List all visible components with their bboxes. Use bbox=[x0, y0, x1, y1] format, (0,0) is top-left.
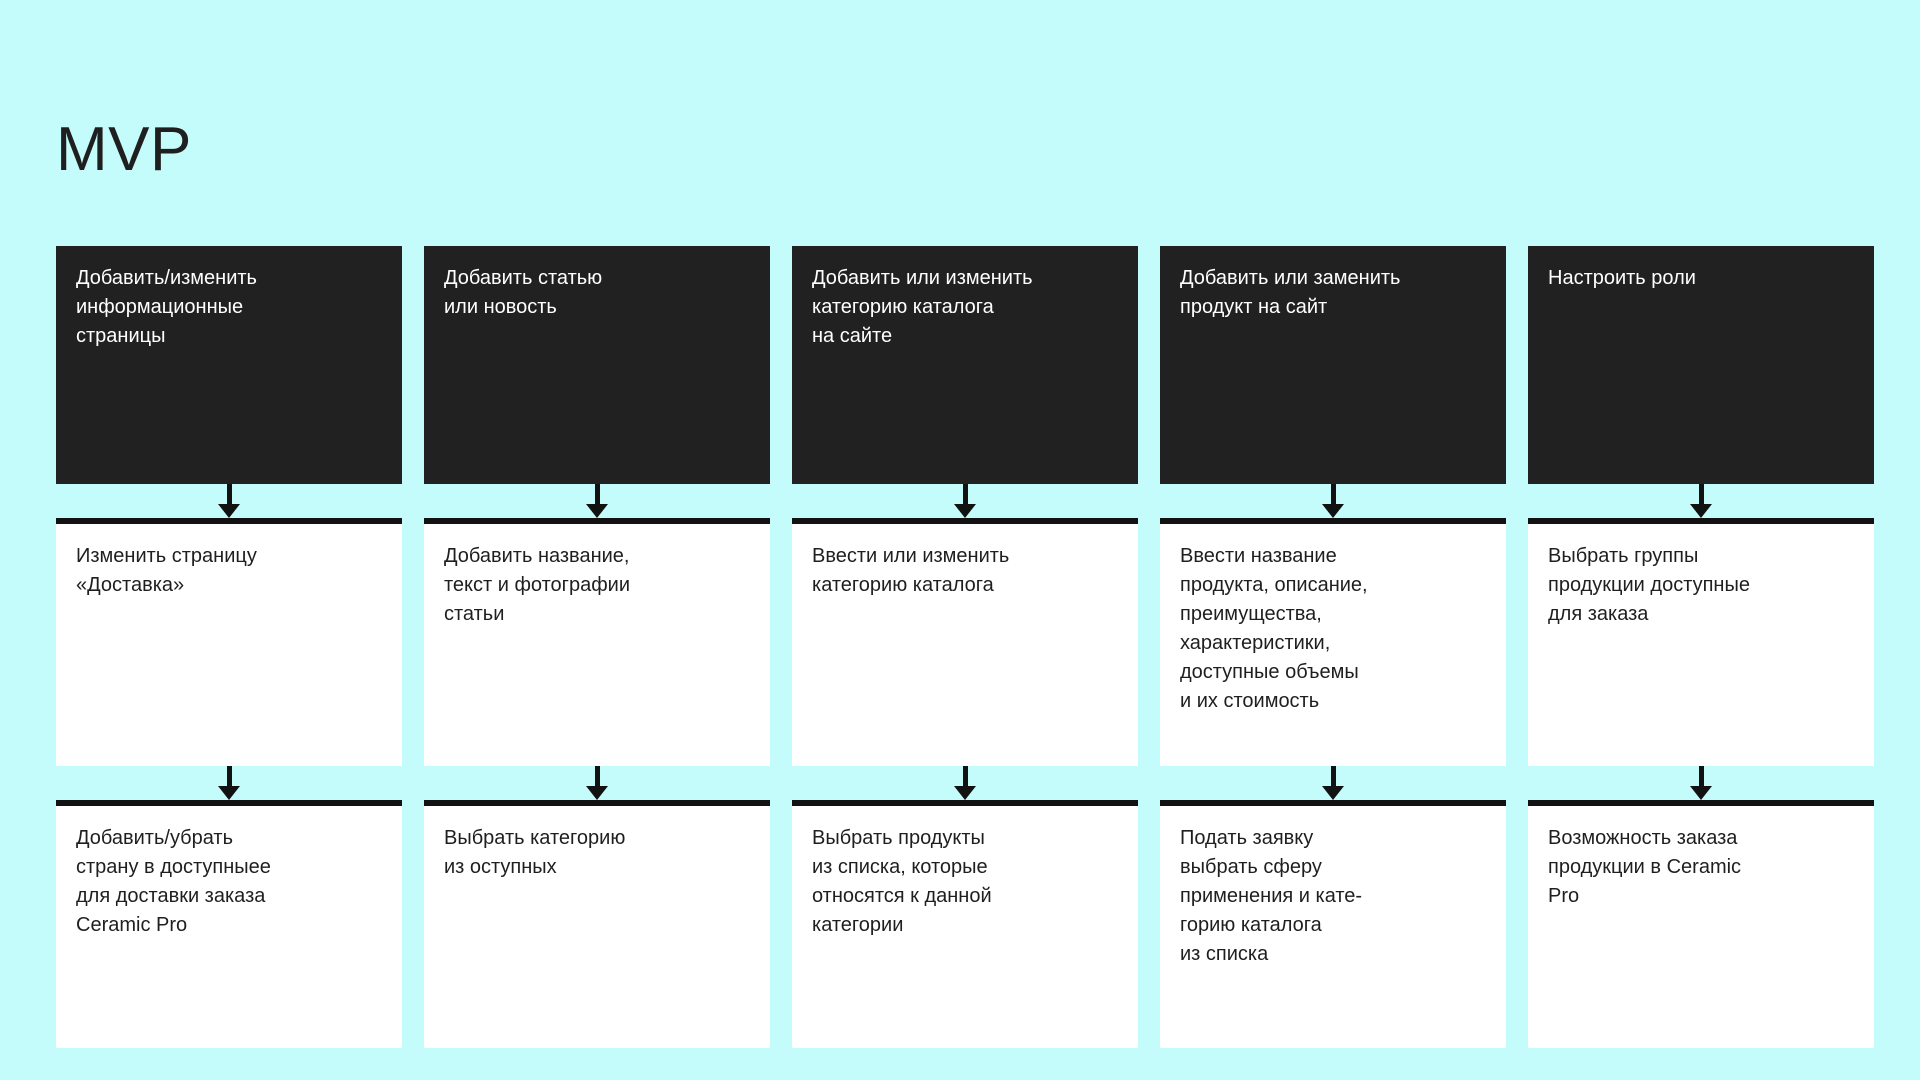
arrow-shaft-icon bbox=[962, 484, 968, 510]
arrow-down-icon bbox=[1322, 504, 1344, 518]
arrow-down-icon bbox=[586, 786, 608, 800]
column-2-arrow-1 bbox=[424, 484, 770, 518]
column-3-header-card[interactable]: Добавить или изменить категорию каталога… bbox=[792, 246, 1138, 484]
arrow-down-icon bbox=[1322, 786, 1344, 800]
column-5-step1-text: Выбрать группы продукции доступные для з… bbox=[1548, 545, 1750, 625]
column-3-arrow-2 bbox=[792, 766, 1138, 800]
column-2-header-text: Добавить статью или новость bbox=[444, 267, 603, 318]
column-1-header-text: Добавить/изменить информационные страниц… bbox=[76, 267, 257, 347]
column-5-header-text: Настроить роли bbox=[1548, 267, 1696, 289]
column-3-step2-card[interactable]: Выбрать продукты из списка, которые отно… bbox=[792, 800, 1138, 1048]
column-1-step1-text: Изменить страницу «Доставка» bbox=[76, 545, 257, 596]
arrow-down-icon bbox=[1690, 786, 1712, 800]
column-3-arrow-1 bbox=[792, 484, 1138, 518]
column-2-arrow-2 bbox=[424, 766, 770, 800]
column-1-header-card[interactable]: Добавить/изменить информационные страниц… bbox=[56, 246, 402, 484]
arrow-shaft-icon bbox=[1698, 484, 1704, 510]
column-1-step2-card[interactable]: Добавить/убрать страну в доступныее для … bbox=[56, 800, 402, 1048]
column-3-step1-card[interactable]: Ввести или изменить категорию каталога bbox=[792, 518, 1138, 766]
arrow-shaft-icon bbox=[226, 484, 232, 510]
column-1-step1-card[interactable]: Изменить страницу «Доставка» bbox=[56, 518, 402, 766]
column-3-step2-text: Выбрать продукты из списка, которые отно… bbox=[812, 827, 992, 936]
column-4-step1-text: Ввести название продукта, описание, преи… bbox=[1180, 545, 1368, 712]
column-1-arrow-2 bbox=[56, 766, 402, 800]
arrow-shaft-icon bbox=[962, 766, 968, 792]
arrow-down-icon bbox=[586, 504, 608, 518]
arrow-down-icon bbox=[218, 504, 240, 518]
column-4-step2-text: Подать заявку выбрать сферу применения и… bbox=[1180, 827, 1363, 965]
arrow-down-icon bbox=[1690, 504, 1712, 518]
arrow-shaft-icon bbox=[1330, 766, 1336, 792]
column-5-step1-card[interactable]: Выбрать группы продукции доступные для з… bbox=[1528, 518, 1874, 766]
arrow-down-icon bbox=[218, 786, 240, 800]
column-5-header-card[interactable]: Настроить роли bbox=[1528, 246, 1874, 484]
column-5-arrow-2 bbox=[1528, 766, 1874, 800]
column-4-header-card[interactable]: Добавить или заменить продукт на сайт bbox=[1160, 246, 1506, 484]
column-4-step2-card[interactable]: Подать заявку выбрать сферу применения и… bbox=[1160, 800, 1506, 1048]
column-1-step2-text: Добавить/убрать страну в доступныее для … bbox=[76, 827, 271, 936]
column-5-arrow-1 bbox=[1528, 484, 1874, 518]
flow-column-3: Добавить или изменить категорию каталога… bbox=[792, 246, 1138, 1048]
column-5-step2-card[interactable]: Возможность заказа продукции в Ceramic P… bbox=[1528, 800, 1874, 1048]
column-2-step2-text: Выбрать категорию из оступных bbox=[444, 827, 626, 878]
arrow-down-icon bbox=[954, 786, 976, 800]
column-4-arrow-2 bbox=[1160, 766, 1506, 800]
column-4-step1-card[interactable]: Ввести название продукта, описание, преи… bbox=[1160, 518, 1506, 766]
column-2-step1-text: Добавить название, текст и фотографии ст… bbox=[444, 545, 631, 625]
column-1-arrow-1 bbox=[56, 484, 402, 518]
flow-column-4: Добавить или заменить продукт на сайт Вв… bbox=[1160, 246, 1506, 1048]
column-4-arrow-1 bbox=[1160, 484, 1506, 518]
arrow-shaft-icon bbox=[226, 766, 232, 792]
flow-column-1: Добавить/изменить информационные страниц… bbox=[56, 246, 402, 1048]
arrow-shaft-icon bbox=[594, 766, 600, 792]
arrow-down-icon bbox=[954, 504, 976, 518]
arrow-shaft-icon bbox=[1330, 484, 1336, 510]
column-2-header-card[interactable]: Добавить статью или новость bbox=[424, 246, 770, 484]
column-2-step1-card[interactable]: Добавить название, текст и фотографии ст… bbox=[424, 518, 770, 766]
arrow-shaft-icon bbox=[1698, 766, 1704, 792]
column-3-step1-text: Ввести или изменить категорию каталога bbox=[812, 545, 1010, 596]
column-2-step2-card[interactable]: Выбрать категорию из оступных bbox=[424, 800, 770, 1048]
flow-column-5: Настроить роли Выбрать группы продукции … bbox=[1528, 246, 1874, 1048]
page-title: MVP bbox=[56, 115, 192, 184]
flow-columns: Добавить/изменить информационные страниц… bbox=[56, 246, 1874, 1048]
column-5-step2-text: Возможность заказа продукции в Ceramic P… bbox=[1548, 827, 1742, 907]
flow-column-2: Добавить статью или новость Добавить наз… bbox=[424, 246, 770, 1048]
column-4-header-text: Добавить или заменить продукт на сайт bbox=[1180, 267, 1401, 318]
arrow-shaft-icon bbox=[594, 484, 600, 510]
column-3-header-text: Добавить или изменить категорию каталога… bbox=[812, 267, 1033, 347]
